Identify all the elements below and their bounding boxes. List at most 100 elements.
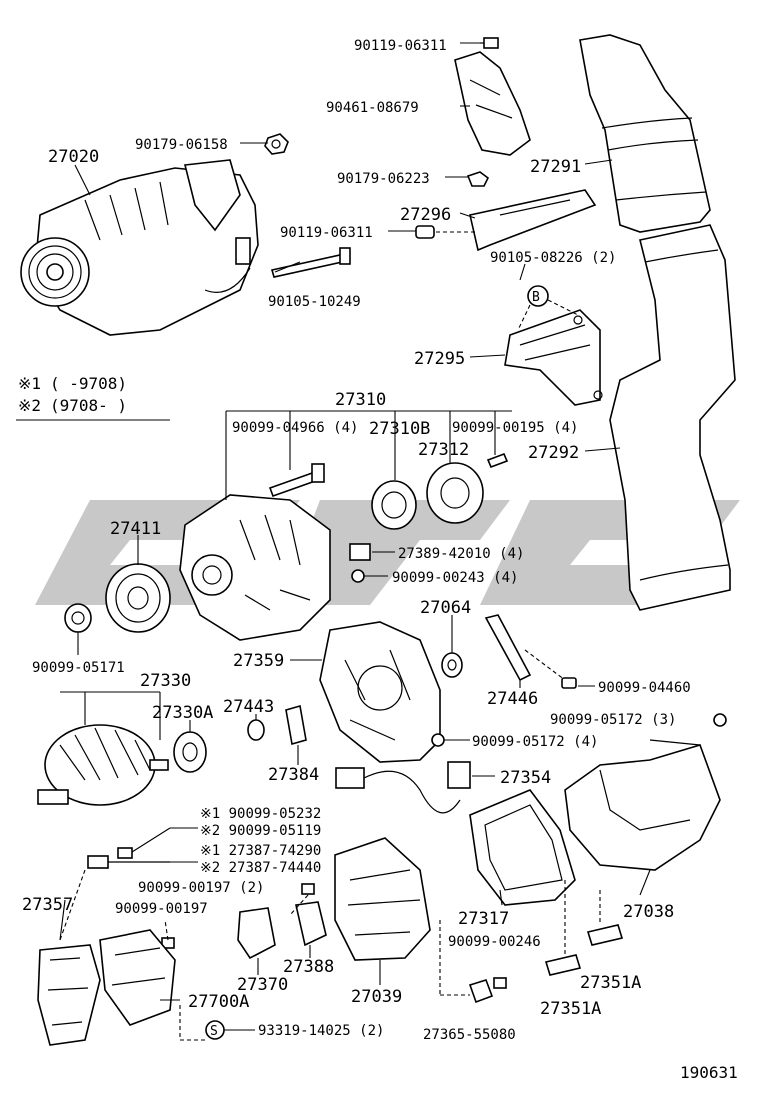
- air-duct-27292: [609, 224, 736, 611]
- label-90099-05172-3: 90099-05172 (3): [550, 712, 676, 728]
- seal-27317: [469, 789, 576, 906]
- label-90099-04966: 90099-04966 (4): [232, 420, 358, 436]
- label-27443: 27443: [223, 697, 274, 717]
- rotor-27330: [37, 724, 169, 806]
- label-27038: 27038: [623, 902, 674, 922]
- label-90099-05172-4: 90099-05172 (4): [472, 734, 598, 750]
- label-27317: 27317: [458, 909, 509, 929]
- label-90119-06311: 90119-06311: [280, 225, 373, 241]
- bolt-90099-04460: [561, 677, 577, 689]
- label-27330a: 27330A: [152, 703, 213, 723]
- nut-90179-06158: [264, 133, 289, 155]
- reference-marker-b: [527, 285, 549, 307]
- label-27357: 27357: [22, 895, 73, 915]
- legend-range-1: ( -9708): [50, 374, 127, 393]
- brush-holder-27370: [237, 907, 276, 960]
- label-27700a: 27700A: [188, 992, 249, 1012]
- bracket-27296: [469, 189, 597, 252]
- nut-90179-06223: [466, 171, 490, 187]
- label-90105-10249: 90105-10249: [268, 294, 361, 310]
- label-90099-05232: ※1 90099-05232: [200, 806, 321, 822]
- label-27384: 27384: [268, 765, 319, 785]
- clamp-90461-08679: [454, 51, 531, 156]
- alternator-assembly: [20, 159, 259, 336]
- label-27296: 27296: [400, 205, 451, 225]
- bolt-90105-10249: [270, 247, 351, 278]
- bolt-90119-06311: [415, 225, 475, 239]
- bracket-27446: [484, 614, 566, 682]
- washer-27064: [441, 652, 463, 678]
- label-27291: 27291: [530, 157, 581, 177]
- legend-mark-2: ※2: [18, 396, 41, 415]
- air-duct-27291: [579, 34, 711, 233]
- leader-lines: [59, 42, 651, 1041]
- label-27039: 27039: [351, 987, 402, 1007]
- pulley-27411: [105, 563, 171, 633]
- nut-90099-00243: [351, 569, 365, 583]
- label-90099-00197: 90099-00197: [115, 901, 208, 917]
- diagram-id: 190631: [680, 1063, 738, 1082]
- label-27411: 27411: [110, 519, 161, 539]
- insulator-27365-55080: [468, 979, 494, 1004]
- cover-27038: [564, 739, 721, 871]
- terminal-27387: [87, 855, 170, 869]
- label-27359: 27359: [233, 651, 284, 671]
- bearing-27330a: [173, 731, 207, 773]
- bolt-90099-04966: [268, 463, 325, 498]
- label-s: S: [210, 1024, 218, 1039]
- label-90461-08679: 90461-08679: [326, 100, 419, 116]
- label-90099-00243: 90099-00243 (4): [392, 570, 518, 586]
- label-90099-00246: 90099-00246: [448, 934, 541, 950]
- legend-mark-1: ※1: [18, 374, 41, 393]
- label-90099-00197-2: 90099-00197 (2): [138, 880, 264, 896]
- nut-90099-05172-4: [431, 733, 445, 747]
- label-27312: 27312: [418, 440, 469, 460]
- label-27020: 27020: [48, 147, 99, 167]
- nut-90099-05172-3: [713, 713, 727, 727]
- label-b: B: [532, 290, 540, 305]
- nut-90099-00246: [493, 977, 507, 989]
- label-27446: 27446: [487, 689, 538, 709]
- bearing-27310b: [371, 480, 417, 530]
- housing-27359: [319, 621, 441, 763]
- plate-27312: [426, 462, 484, 524]
- label-27351a-1: 27351A: [580, 973, 641, 993]
- label-27310b: 27310B: [369, 419, 430, 439]
- label-27064: 27064: [420, 598, 471, 618]
- label-90179-06223: 90179-06223: [337, 171, 430, 187]
- insulator-27384: [285, 704, 307, 746]
- label-27295: 27295: [414, 349, 465, 369]
- nut-90099-05171: [64, 603, 92, 633]
- regulator-27700a: [99, 929, 176, 1026]
- label-27292: 27292: [528, 443, 579, 463]
- legend-range-2: (9708- ): [50, 396, 127, 415]
- legend: ※1 ( -9708) ※2 (9708- ): [16, 374, 170, 421]
- label-27387-74290: ※1 27387-74290: [200, 843, 321, 859]
- label-27310: 27310: [335, 390, 386, 410]
- label-90105-08226: 90105-08226 (2): [490, 250, 616, 266]
- screw-90099-00197-2: [301, 883, 315, 895]
- spacer-27351a-1: [586, 924, 624, 946]
- label-27351a-2: 27351A: [540, 999, 601, 1019]
- label-93319-14025: 93319-14025 (2): [258, 1023, 384, 1039]
- spacer-27351a-2: [544, 954, 582, 976]
- insulator-27389-42010: [349, 543, 371, 561]
- label-27387-74440: ※2 27387-74440: [200, 860, 321, 876]
- label-90099-05119: ※2 90099-05119: [200, 823, 321, 839]
- standard-part-marker-s: [205, 1020, 225, 1040]
- screw-90099-00195: [486, 452, 509, 469]
- label-90099-05171: 90099-05171: [32, 660, 125, 676]
- label-27370: 27370: [237, 975, 288, 995]
- label-27365-55080: 27365-55080: [423, 1027, 516, 1043]
- label-27389-42010: 27389-42010 (4): [398, 546, 524, 562]
- frame-27310: [179, 494, 331, 641]
- label-27354: 27354: [500, 768, 551, 788]
- label-27330: 27330: [140, 671, 191, 691]
- label-90179-06158: 90179-06158: [135, 137, 228, 153]
- label-90099-00195: 90099-00195 (4): [452, 420, 578, 436]
- label-90119-06311-top: 90119-06311: [354, 38, 447, 54]
- ring-27443: [247, 719, 265, 741]
- end-cover-27039: [334, 837, 431, 961]
- label-90099-04460: 90099-04460: [598, 680, 691, 696]
